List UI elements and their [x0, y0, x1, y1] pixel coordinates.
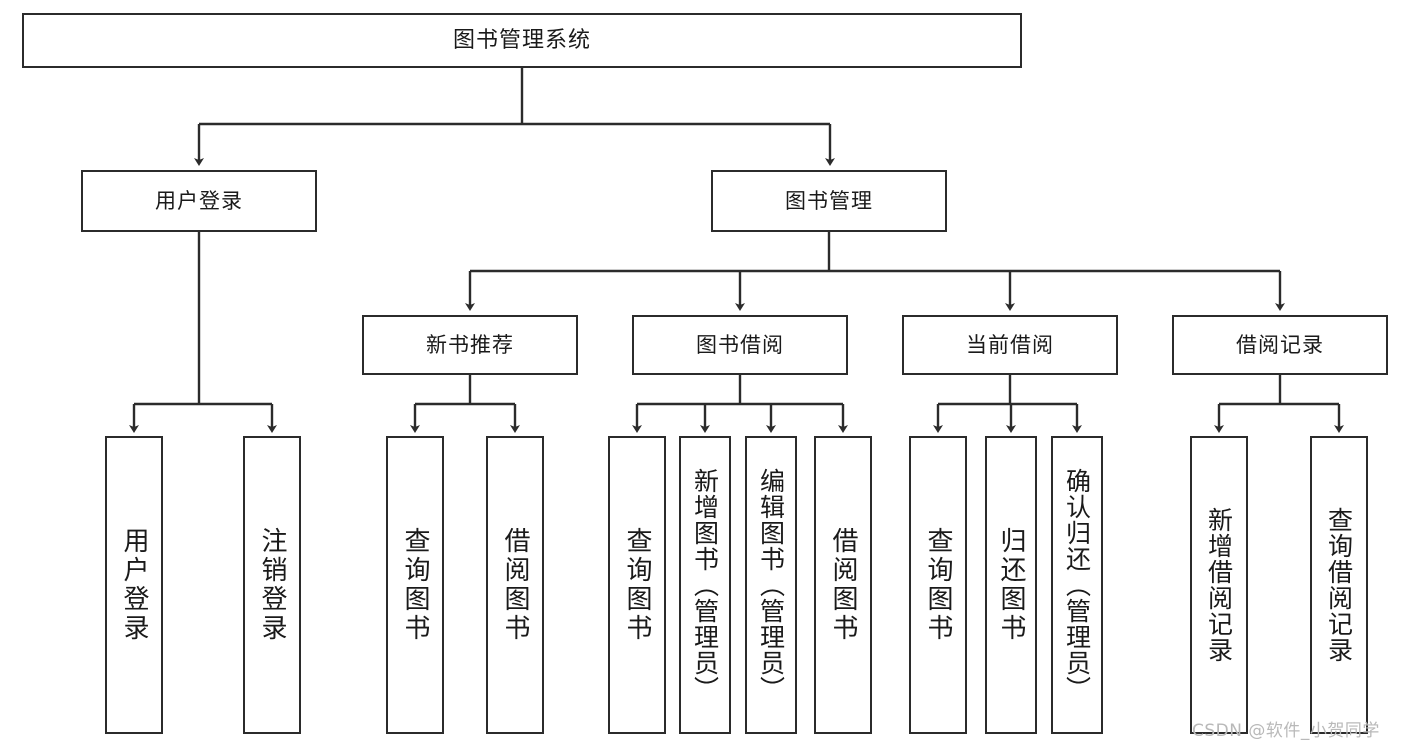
node-leaf-query-book-3-label: 查询图书	[923, 527, 953, 643]
node-leaf-query-borrow-record[interactable]: 查询借阅记录	[1310, 436, 1368, 734]
node-leaf-user-login[interactable]: 用户登录	[105, 436, 163, 734]
node-leaf-query-book-3[interactable]: 查询图书	[909, 436, 967, 734]
node-leaf-query-borrow-record-label: 查询借阅记录	[1324, 507, 1354, 663]
node-leaf-borrow-book-2[interactable]: 借阅图书	[814, 436, 872, 734]
node-leaf-return-book-label: 归还图书	[996, 527, 1026, 643]
node-book-management[interactable]: 图书管理	[711, 170, 947, 232]
node-leaf-add-borrow-record-label: 新增借阅记录	[1204, 507, 1234, 663]
node-leaf-borrow-book-1[interactable]: 借阅图书	[486, 436, 544, 734]
node-new-book-recommend-label: 新书推荐	[426, 332, 514, 357]
node-leaf-logout-login[interactable]: 注销登录	[243, 436, 301, 734]
node-leaf-query-book-2-label: 查询图书	[622, 527, 652, 643]
node-leaf-query-book-2[interactable]: 查询图书	[608, 436, 666, 734]
node-leaf-add-borrow-record[interactable]: 新增借阅记录	[1190, 436, 1248, 734]
node-leaf-add-book-admin-label: 新增图书（管理员）	[690, 468, 720, 702]
node-borrow-record[interactable]: 借阅记录	[1172, 315, 1388, 375]
node-leaf-add-book-admin[interactable]: 新增图书（管理员）	[679, 436, 731, 734]
node-leaf-borrow-book-1-label: 借阅图书	[500, 527, 530, 643]
node-book-borrow-label: 图书借阅	[696, 332, 784, 357]
node-leaf-return-book[interactable]: 归还图书	[985, 436, 1037, 734]
node-leaf-borrow-book-2-label: 借阅图书	[828, 527, 858, 643]
node-leaf-logout-login-label: 注销登录	[257, 527, 287, 643]
csdn-watermark: CSDN @软件_小贺同学	[1192, 721, 1380, 741]
node-borrow-record-label: 借阅记录	[1236, 332, 1324, 357]
node-leaf-edit-book-admin[interactable]: 编辑图书（管理员）	[745, 436, 797, 734]
node-user-login-label: 用户登录	[155, 188, 243, 213]
node-book-management-label: 图书管理	[785, 188, 873, 213]
node-root[interactable]: 图书管理系统	[22, 13, 1022, 68]
node-leaf-user-login-label: 用户登录	[119, 527, 149, 643]
node-leaf-query-book-1[interactable]: 查询图书	[386, 436, 444, 734]
node-leaf-edit-book-admin-label: 编辑图书（管理员）	[756, 468, 786, 702]
node-book-borrow[interactable]: 图书借阅	[632, 315, 848, 375]
node-leaf-query-book-1-label: 查询图书	[400, 527, 430, 643]
node-root-label: 图书管理系统	[452, 27, 591, 53]
node-leaf-confirm-return-admin-label: 确认归还（管理员）	[1062, 468, 1092, 702]
node-new-book-recommend[interactable]: 新书推荐	[362, 315, 578, 375]
node-current-borrow-label: 当前借阅	[966, 332, 1054, 357]
node-current-borrow[interactable]: 当前借阅	[902, 315, 1118, 375]
node-user-login[interactable]: 用户登录	[81, 170, 317, 232]
node-leaf-confirm-return-admin[interactable]: 确认归还（管理员）	[1051, 436, 1103, 734]
